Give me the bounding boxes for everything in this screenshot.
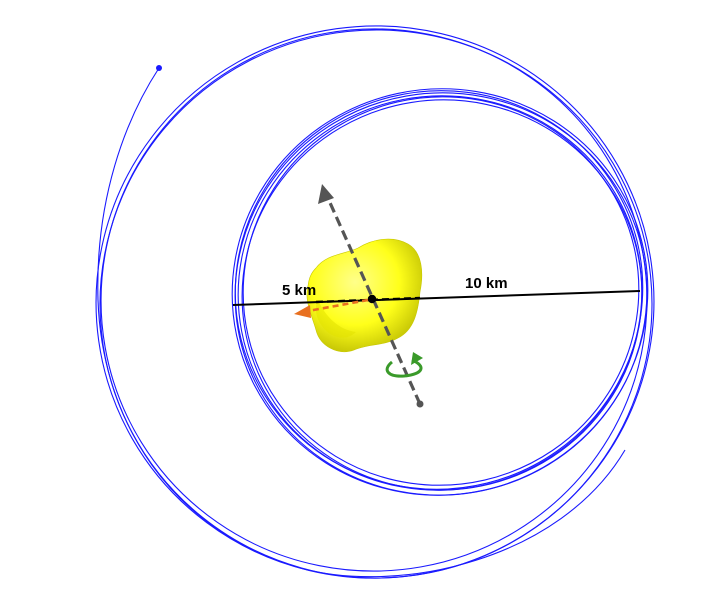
- orbit-strand: [241, 99, 643, 491]
- scale-bar: [232, 290, 641, 306]
- orbit-strand: [234, 92, 648, 496]
- inner-scale-label: 5 km: [282, 282, 316, 299]
- rotation-arc: [385, 358, 423, 378]
- spin-axis-end-dot: [416, 400, 424, 408]
- center-dot: [367, 294, 377, 304]
- direction-arrow: [294, 298, 369, 318]
- outer-scale-label: 10 km: [465, 275, 508, 292]
- scale-bar-dashed-segment: [315, 296, 421, 304]
- approach-arc: [97, 67, 626, 578]
- rotation-arrow: [385, 352, 423, 378]
- spin-axis-arrowhead: [318, 184, 334, 204]
- asteroid-body: [306, 238, 423, 352]
- rotation-arrowhead: [411, 352, 423, 365]
- asteroid-shade: [315, 300, 356, 338]
- direction-arrowhead: [294, 305, 311, 318]
- orbit-strand: [99, 29, 653, 579]
- trajectory-start-point: [156, 65, 162, 71]
- orbit-trajectory: [95, 25, 655, 579]
- orbit-strand: [234, 90, 644, 490]
- orbit-strand: [242, 96, 640, 486]
